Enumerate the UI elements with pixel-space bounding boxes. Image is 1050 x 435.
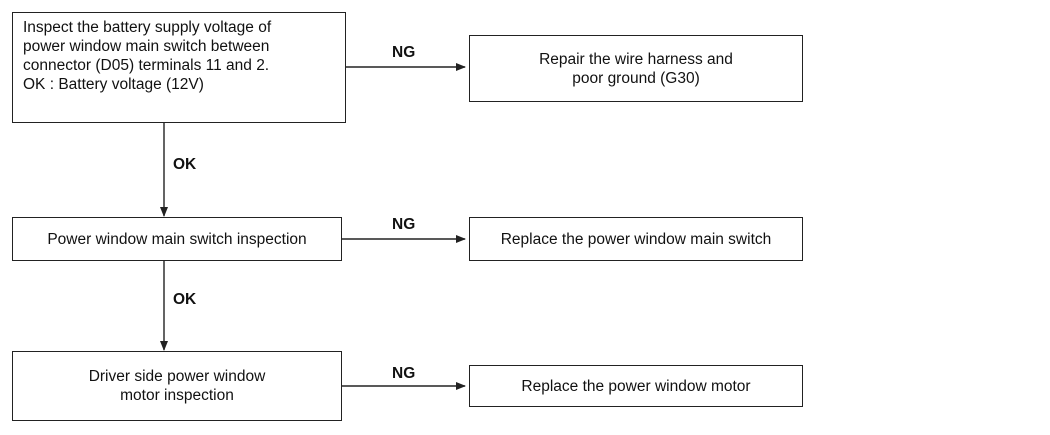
ng-action-1-box: Repair the wire harness and poor ground … (469, 35, 803, 102)
ng-action-1-line-1: Repair the wire harness and (539, 50, 733, 68)
ok-label-2: OK (173, 291, 197, 308)
step-1-line-4: OK : Battery voltage (12V) (23, 76, 204, 93)
ok-label-1: OK (173, 156, 197, 173)
ng-label-2: NG (392, 216, 416, 233)
ng-action-3-box: Replace the power window motor (469, 365, 803, 407)
step-2-box: Power window main switch inspection (12, 217, 342, 261)
step-1-box: Inspect the battery supply voltage of po… (12, 12, 346, 123)
ng-action-2-box: Replace the power window main switch (469, 217, 803, 261)
step-3-line-1: Driver side power window (88, 368, 266, 385)
step-2-line-1: Power window main switch inspection (47, 230, 307, 248)
step-3-line-2: motor inspection (120, 387, 234, 404)
step-1-line-2: power window main switch between (23, 38, 270, 55)
ng-action-2-line-1: Replace the power window main switch (500, 230, 772, 248)
ng-label-1: NG (392, 44, 416, 61)
ng-action-3-line-1: Replace the power window motor (521, 377, 751, 395)
step-1-line-1: Inspect the battery supply voltage of (23, 19, 272, 36)
step-1-line-3: connector (D05) terminals 11 and 2. (23, 57, 270, 74)
ng-action-1-line-2: poor ground (G30) (572, 69, 700, 87)
step-3-box: Driver side power window motor inspectio… (12, 351, 342, 421)
ng-label-3: NG (392, 365, 416, 382)
